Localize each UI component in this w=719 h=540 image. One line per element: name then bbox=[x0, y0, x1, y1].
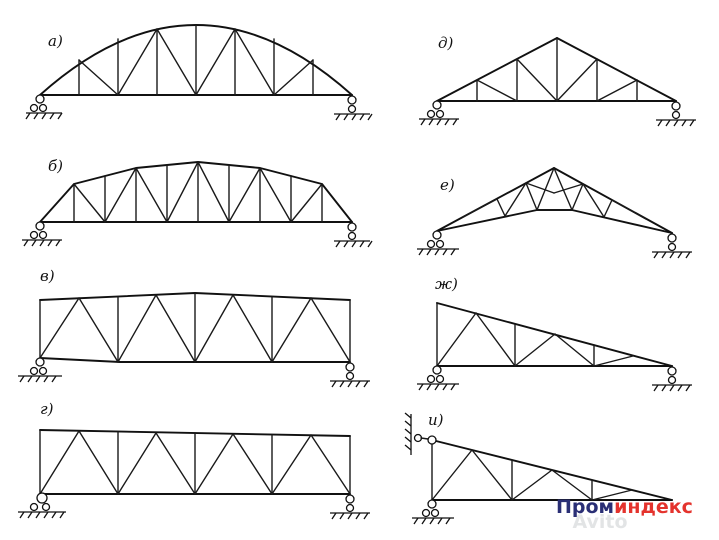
panel-v-support-left bbox=[18, 357, 62, 383]
panel-d-support-left bbox=[419, 100, 459, 126]
panel-b-support-right bbox=[334, 222, 373, 248]
panel-e-support-left bbox=[417, 230, 459, 256]
panel-zh-support-right bbox=[652, 366, 692, 392]
panel-zh-truss: ж) bbox=[417, 275, 692, 392]
panel-d-top-chord-left bbox=[436, 37, 558, 102]
panel-zh-label: ж) bbox=[435, 275, 458, 293]
panel-i-web bbox=[431, 439, 633, 501]
panel-v-truss: в) bbox=[18, 267, 370, 388]
panel-a-truss: а) bbox=[25, 24, 373, 121]
panel-b-top-chord bbox=[39, 161, 353, 223]
panel-g-label: г) bbox=[40, 400, 54, 418]
panel-v-support-right bbox=[330, 362, 370, 388]
panel-d-label: д) bbox=[438, 34, 454, 52]
panel-d-web bbox=[476, 37, 638, 102]
panel-g-support-left bbox=[18, 492, 66, 519]
panel-a-web bbox=[78, 24, 314, 96]
panel-d-support-right bbox=[656, 101, 696, 127]
panel-v-label: в) bbox=[40, 267, 55, 285]
panel-e-web bbox=[462, 167, 647, 220]
panel-b-support-left bbox=[22, 221, 62, 247]
panel-v-web bbox=[39, 292, 351, 363]
panel-i-support-left bbox=[412, 499, 454, 525]
panel-e-truss: е) bbox=[417, 167, 692, 259]
panel-b-truss: б) bbox=[22, 157, 373, 248]
watermark-ghost-text: Avito bbox=[572, 511, 627, 533]
panel-d-truss: д) bbox=[419, 34, 696, 127]
panel-i-truss: и) bbox=[404, 411, 673, 525]
panel-d-top-chord-right bbox=[556, 37, 677, 102]
panel-e-support-right bbox=[652, 233, 692, 259]
panel-a-support-right bbox=[334, 95, 373, 121]
watermark-brand-accent: индекс bbox=[614, 496, 693, 518]
panel-i-wall-support bbox=[404, 412, 437, 455]
watermark-brand: Проминдекс bbox=[556, 496, 693, 518]
panel-zh-web bbox=[436, 302, 634, 367]
panel-zh-support-left bbox=[417, 365, 459, 391]
panel-b-label: б) bbox=[48, 157, 63, 175]
panel-g-truss: г) bbox=[18, 400, 370, 520]
panel-e-label: е) bbox=[440, 176, 455, 194]
panel-b-web bbox=[73, 161, 323, 223]
panel-g-web bbox=[39, 429, 351, 495]
watermark: Avito Проминдекс bbox=[556, 496, 693, 533]
watermark-brand-main: Пром bbox=[556, 496, 614, 518]
panel-v-bottom-chord bbox=[39, 357, 351, 363]
panel-i-label: и) bbox=[428, 411, 444, 429]
panel-a-support-left bbox=[25, 94, 63, 120]
panel-a-label: а) bbox=[48, 32, 63, 50]
panel-g-support-right bbox=[330, 494, 370, 520]
